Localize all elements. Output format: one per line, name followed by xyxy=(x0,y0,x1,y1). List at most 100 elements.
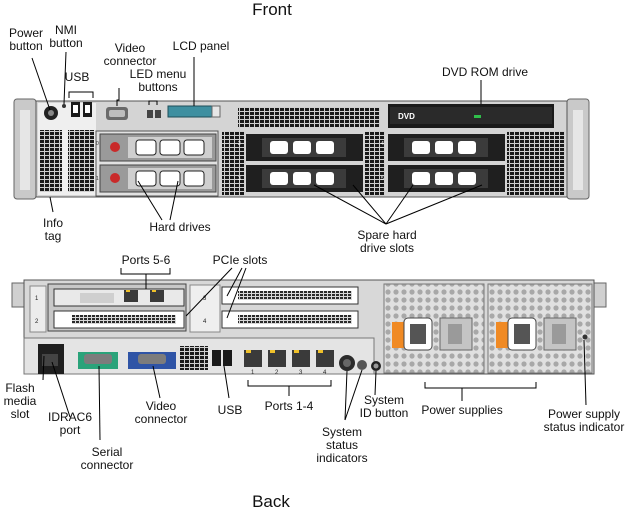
pcie-slot-id-2: 2 xyxy=(35,319,39,325)
pcie-slot-id-4: 4 xyxy=(203,319,207,325)
dvd-rom-drive[interactable]: DVD xyxy=(388,104,554,128)
info-tag-label-line1: Info xyxy=(42,216,63,230)
system-status-indicators-label-line3: indicators xyxy=(316,451,368,465)
system-status-indicators-label: System status indicators xyxy=(311,426,373,465)
nmi-button-label-line1: NMI xyxy=(55,23,77,37)
system-id-button-label-line1: System xyxy=(363,393,404,407)
flash-media-slot-label-line2: media xyxy=(3,394,37,408)
front-title: Front xyxy=(252,0,292,19)
led-menu-buttons-label: LED menu buttons xyxy=(128,68,188,94)
drive-bay-id-2: 2 xyxy=(238,141,241,147)
idrac6-port-label-line2: port xyxy=(59,423,81,437)
nmi-button-label-line2: button xyxy=(49,36,83,50)
front-video-connector-label-line2: connector xyxy=(103,54,157,68)
back-title: Back xyxy=(252,492,290,511)
led-menu-buttons-label-line2: buttons xyxy=(138,80,178,94)
pcie-slot-4[interactable] xyxy=(221,310,359,329)
flash-media-slot-label-line1: Flash xyxy=(5,381,35,395)
back-usb-port-2[interactable] xyxy=(223,350,232,366)
front-usb-label: USB xyxy=(64,70,90,84)
flash-media-slot-label: Flash media slot xyxy=(0,382,40,421)
back-usb-label: USB xyxy=(217,403,243,417)
spare-slot-2[interactable] xyxy=(246,134,363,161)
spare-hard-drive-slots-label-line2: drive slots xyxy=(359,241,415,255)
back-video-connector-label: Video connector xyxy=(128,400,194,426)
port-1[interactable] xyxy=(244,350,262,367)
hard-drives xyxy=(95,130,219,197)
pcie-slot-3[interactable] xyxy=(221,286,359,305)
pcie-slot-id-3: 3 xyxy=(203,296,207,302)
port-id-1: 1 xyxy=(251,370,255,376)
hard-drives-label: Hard drives xyxy=(149,220,211,234)
info-tag-label: Info tag xyxy=(35,217,71,243)
port-id-3: 3 xyxy=(299,370,303,376)
hard-drive-1[interactable] xyxy=(99,164,217,193)
port-id-4: 4 xyxy=(323,370,327,376)
port-5[interactable] xyxy=(124,290,138,302)
power-button-label-line2: button xyxy=(9,39,43,53)
drive-bay-id-5: 5 xyxy=(381,176,384,182)
serial-connector-label-line1: Serial xyxy=(91,445,123,459)
idrac6-port-label-line1: IDRAC6 xyxy=(47,410,92,424)
pcie-slots-label: PCIe slots xyxy=(212,253,268,267)
back-leader-lines xyxy=(42,267,587,441)
nmi-button-label: NMI button xyxy=(44,24,88,50)
power-supply-status-indicator-label-line1: Power supply xyxy=(547,407,621,421)
drive-bay-id-0: 0 xyxy=(96,141,99,147)
spare-hard-drive-slots-label: Spare hard drive slots xyxy=(347,229,427,255)
dvd-activity-led xyxy=(474,115,481,118)
port-2[interactable] xyxy=(268,350,286,367)
port-3[interactable] xyxy=(292,350,310,367)
dvd-rom-drive-label: DVD ROM drive xyxy=(441,65,528,79)
power-button-label-line1: Power xyxy=(8,26,43,40)
hard-drive-0[interactable] xyxy=(99,133,217,162)
power-supplies-label: Power supplies xyxy=(421,403,503,417)
back-usb-port-1[interactable] xyxy=(212,350,221,366)
spare-slot-4[interactable] xyxy=(388,134,505,161)
power-button-label: Power button xyxy=(2,27,50,53)
front-leader-lines xyxy=(31,51,483,225)
pcie-slot-2[interactable] xyxy=(53,310,185,329)
nmi-button[interactable] xyxy=(62,104,66,108)
ports-1-4-label: Ports 1-4 xyxy=(264,399,314,413)
ports-1-4: 1 2 3 4 xyxy=(244,350,334,376)
power-supply-2 xyxy=(487,283,593,374)
lcd-panel-label: LCD panel xyxy=(172,39,230,53)
port-id-2: 2 xyxy=(275,370,279,376)
serial-connector-label-line2: connector xyxy=(80,458,134,472)
power-supply-status-indicator-label: Power supply status indicator xyxy=(540,408,628,434)
led-menu-button-left[interactable] xyxy=(147,110,153,118)
power-supply-status-indicator xyxy=(582,334,588,340)
system-status-indicators-label-line2: status xyxy=(325,438,358,452)
front-video-connector-label-line1: Video xyxy=(114,41,146,55)
back-video-connector-label-line2: connector xyxy=(134,412,188,426)
pcie-slots: 1 2 3 4 xyxy=(29,283,359,333)
port-6[interactable] xyxy=(150,290,164,302)
spare-slot-5[interactable] xyxy=(388,165,505,192)
pcie-slot-1[interactable] xyxy=(53,288,185,307)
spare-hard-drive-slots-label-line1: Spare hard xyxy=(357,228,417,242)
idrac6-port[interactable] xyxy=(42,354,58,366)
back-video-connector-label-line1: Video xyxy=(145,399,177,413)
drive-bay-id-3: 3 xyxy=(238,176,241,182)
lcd-panel xyxy=(167,105,213,118)
drive-bay-id-1: 1 xyxy=(96,176,99,182)
spare-hard-drive-slots xyxy=(222,131,565,196)
pcie-slot-id-1: 1 xyxy=(35,296,39,302)
power-supply-status-indicator-label-line2: status indicator xyxy=(543,420,625,434)
ports-5-6-label: Ports 5-6 xyxy=(121,253,171,267)
power-supplies xyxy=(383,283,593,374)
system-id-button-label-line2: ID button xyxy=(359,406,409,420)
idrac6-port-label: IDRAC6 port xyxy=(44,411,96,437)
led-menu-buttons-label-line1: LED menu xyxy=(129,67,187,81)
power-supply-1 xyxy=(383,283,485,374)
info-tag-label-line2: tag xyxy=(44,229,62,243)
spare-slot-3[interactable] xyxy=(246,165,363,192)
led-menu-button-right[interactable] xyxy=(155,110,161,118)
dvd-logo: DVD xyxy=(398,112,415,121)
system-status-indicator-2 xyxy=(357,360,367,370)
serial-connector-label: Serial connector xyxy=(74,446,140,472)
port-4[interactable] xyxy=(316,350,334,367)
